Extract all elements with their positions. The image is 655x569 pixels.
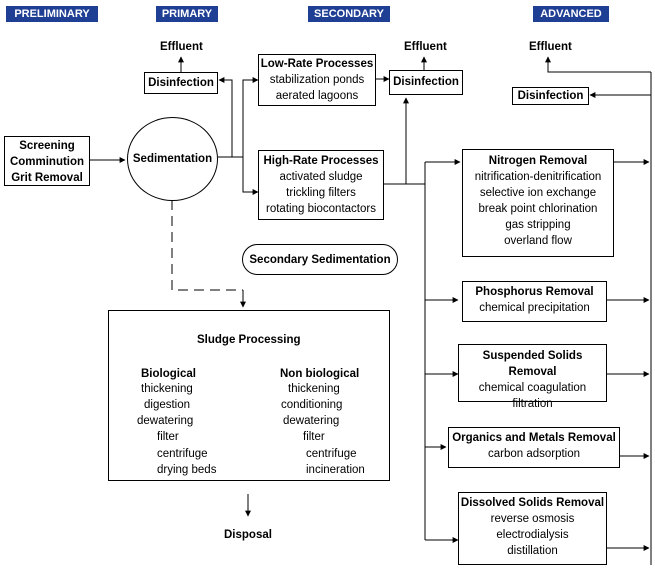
sludge-processing-box (108, 310, 390, 481)
non-biological-item: centrifuge (306, 448, 357, 460)
low-rate-title: Low-Rate Processes (260, 58, 374, 70)
primary-disinfection-box: Disinfection (144, 72, 218, 94)
secondary-sedimentation-label: Secondary Sedimentation (249, 253, 391, 266)
stage-primary: PRIMARY (156, 6, 218, 22)
comminution-label: Comminution (9, 156, 85, 168)
suspended-item: filtration (512, 398, 553, 410)
high-rate-title: High-Rate Processes (263, 155, 379, 167)
non-biological-item: incineration (306, 464, 365, 476)
high-rate-processes-box: High-Rate Processes activated sludge tri… (258, 150, 384, 220)
stage-preliminary: PRELIMINARY (6, 6, 98, 22)
non-biological-item: conditioning (281, 399, 343, 411)
nitrogen-item: nitrification-denitrification (474, 171, 602, 183)
non-biological-heading: Non biological (280, 368, 360, 380)
biological-item: digestion (144, 399, 191, 411)
low-rate-processes-box: Low-Rate Processes stabilization ponds a… (258, 54, 376, 106)
low-rate-item: aerated lagoons (275, 90, 359, 102)
secondary-effluent-label: Effluent (404, 41, 447, 53)
organics-metals-title: Organics and Metals Removal (452, 432, 616, 444)
dissolved-item: distillation (507, 545, 558, 557)
nitrogen-item: overland flow (504, 235, 572, 247)
high-rate-item: activated sludge (279, 171, 363, 183)
biological-heading: Biological (141, 368, 196, 380)
non-biological-item: dewatering (283, 415, 340, 427)
nitrogen-item: gas stripping (505, 219, 571, 231)
screening-label: Screening (19, 140, 75, 152)
nitrogen-removal-title: Nitrogen Removal (488, 155, 588, 167)
phosphorus-removal-title: Phosphorus Removal (475, 286, 594, 298)
grit-removal-label: Grit Removal (11, 172, 83, 184)
biological-item: filter (157, 431, 179, 443)
low-rate-item: stabilization ponds (269, 74, 365, 86)
suspended-item: chemical coagulation (478, 382, 587, 394)
nitrogen-item: selective ion exchange (479, 187, 597, 199)
sedimentation-label: Sedimentation (132, 153, 213, 165)
dissolved-solids-title: Dissolved Solids Removal (460, 497, 605, 509)
stage-advanced: ADVANCED (533, 6, 609, 22)
primary-effluent-label: Effluent (160, 41, 203, 53)
dissolved-solids-removal-box: Dissolved Solids Removal reverse osmosis… (458, 492, 607, 565)
biological-item: centrifuge (157, 448, 208, 460)
non-biological-item: filter (303, 431, 325, 443)
disposal-label: Disposal (224, 529, 272, 541)
biological-item: drying beds (157, 464, 217, 476)
nitrogen-item: break point chlorination (478, 203, 598, 215)
sludge-processing-title: Sludge Processing (197, 334, 301, 346)
secondary-disinfection-box: Disinfection (389, 70, 463, 95)
preliminary-treatment-box: Screening Comminution Grit Removal (4, 136, 90, 186)
biological-item: thickening (141, 383, 193, 395)
high-rate-item: trickling filters (286, 187, 356, 199)
secondary-sedimentation-pill: Secondary Sedimentation (242, 244, 398, 275)
phosphorus-item: chemical precipitation (479, 302, 590, 314)
dissolved-item: reverse osmosis (490, 513, 575, 525)
suspended-solids-title: Suspended Solids Removal (482, 350, 583, 378)
stage-secondary: SECONDARY (308, 6, 390, 22)
high-rate-item: rotating biocontactors (266, 203, 376, 215)
organics-item: carbon adsorption (487, 448, 581, 460)
dissolved-item: electrodialysis (496, 529, 569, 541)
suspended-solids-removal-box: Suspended Solids Removal chemical coagul… (458, 344, 607, 410)
biological-item: dewatering (137, 415, 194, 427)
non-biological-item: thickening (288, 383, 340, 395)
advanced-disinfection-box: Disinfection (512, 87, 589, 105)
organics-metals-removal-box: Organics and Metals Removal carbon adsor… (448, 427, 620, 468)
phosphorus-removal-box: Phosphorus Removal chemical precipitatio… (462, 281, 607, 322)
sedimentation-circle: Sedimentation (127, 117, 218, 201)
nitrogen-removal-box: Nitrogen Removal nitrification-denitrifi… (462, 149, 614, 257)
advanced-effluent-label: Effluent (529, 41, 572, 53)
